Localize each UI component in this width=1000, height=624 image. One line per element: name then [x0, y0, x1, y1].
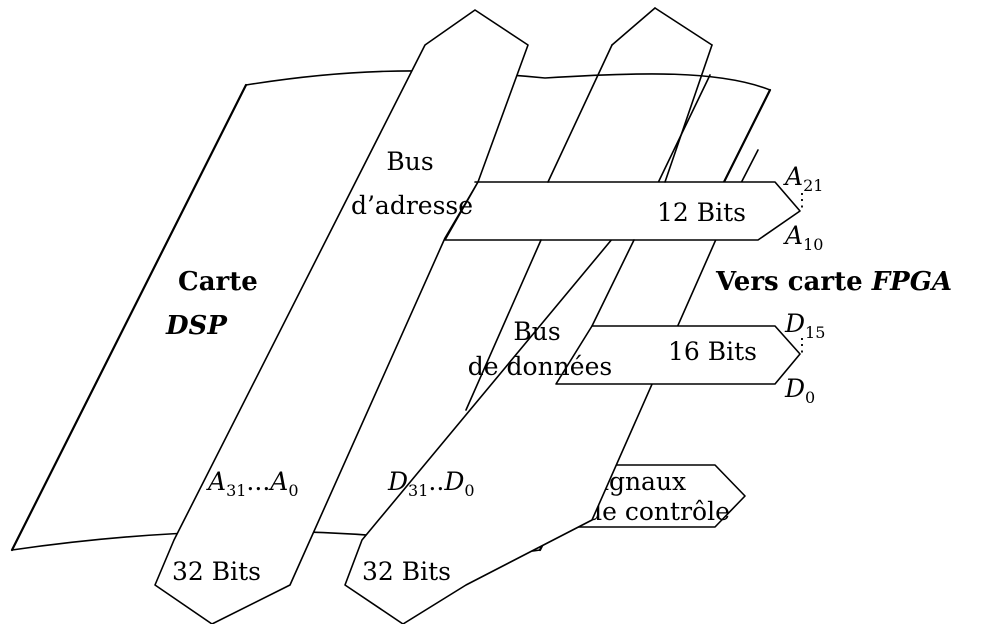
- data-bus-range-out-vdots: ⋮: [793, 335, 811, 356]
- fpga-target-label: Vers carte FPGA: [715, 267, 952, 297]
- data-bus-label-line1: Bus: [513, 317, 560, 346]
- data-bus-range-out-high: D15: [784, 309, 825, 342]
- control-label-line2: de contrôle: [586, 497, 730, 526]
- address-bus-range-in: A31...A0: [206, 467, 299, 500]
- dsp-board-label-line2: DSP: [165, 311, 228, 341]
- data-bus: Bus de données 16 Bits 32 Bits D31..D0 D…: [344, 74, 825, 624]
- dsp-board-top-edge: [245, 70, 771, 91]
- address-bus-lower-strand-a: [591, 239, 635, 327]
- dsp-board-label-line1: Carte: [178, 267, 258, 297]
- address-bus: Bus d’adresse 12 Bits 32 Bits A31...A0 A…: [154, 7, 823, 624]
- data-bus-band: [344, 184, 741, 624]
- address-bus-arrow: [444, 181, 801, 241]
- fpga-target-prefix: Vers carte: [715, 267, 872, 297]
- address-bus-range-out-vdots: ⋮: [793, 190, 811, 211]
- address-bus-label-line1: Bus: [386, 147, 433, 176]
- data-bus-arrow: [555, 325, 801, 385]
- address-bus-width-out: 12 Bits: [657, 198, 746, 227]
- address-bus-range-out-low: A10: [783, 221, 823, 254]
- address-bus-strand-b: [611, 7, 656, 46]
- data-bus-range-in: D31..D0: [387, 467, 475, 500]
- fpga-target-name: FPGA: [871, 267, 952, 297]
- data-bus-range-out-low: D0: [784, 374, 815, 407]
- address-bus-range-out-high: A21: [783, 162, 823, 195]
- address-bus-strand-d: [664, 44, 713, 183]
- address-bus-band: [154, 9, 529, 624]
- data-bus-width-in: 32 Bits: [362, 557, 451, 586]
- dsp-board-left-edge: [10, 83, 248, 552]
- data-bus-label-line2: de données: [468, 352, 612, 381]
- address-bus-lower-strand-b: [465, 239, 542, 411]
- address-bus-label-line2: d’adresse: [351, 191, 473, 220]
- address-bus-width-in: 32 Bits: [172, 557, 261, 586]
- address-bus-strand-a: [547, 44, 613, 183]
- address-bus-strand-c: [654, 7, 713, 46]
- data-bus-width-out: 16 Bits: [668, 337, 757, 366]
- data-bus-upper-strand-right: [739, 149, 759, 186]
